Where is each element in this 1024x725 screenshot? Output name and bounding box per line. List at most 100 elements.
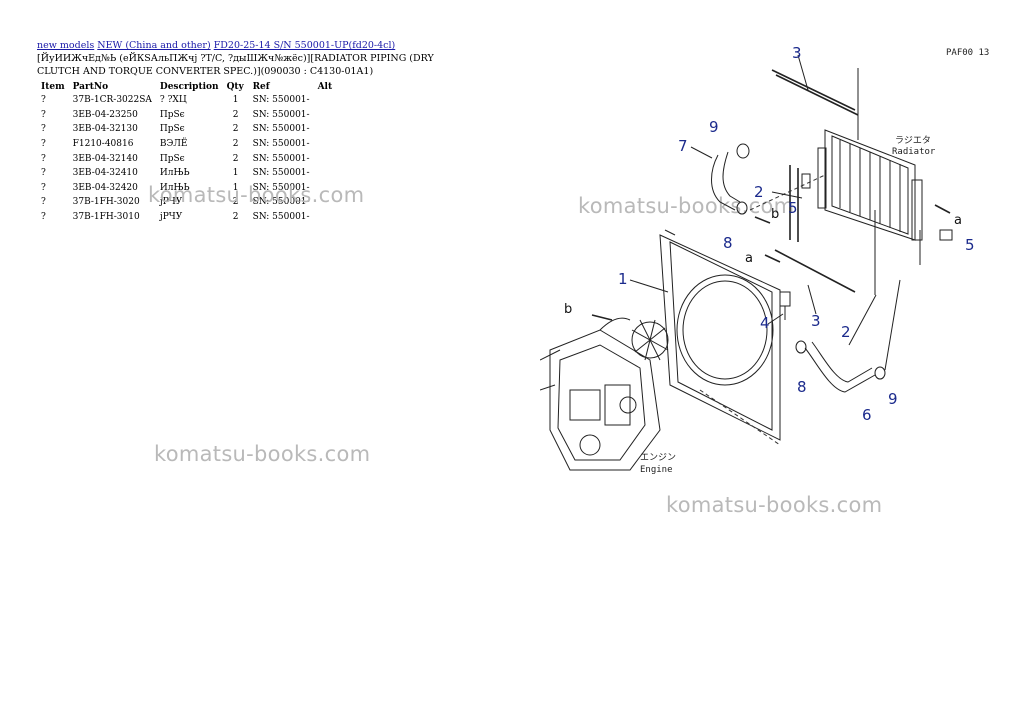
breadcrumb-link-model[interactable]: FD20-25-14 S/N 550001-UP(fd20-4cl): [213, 40, 396, 51]
upper-hose-edge: [722, 151, 741, 203]
cell-item: ?: [41, 124, 46, 135]
cell-ref: SN: 550001-: [252, 168, 310, 179]
cell-item: ?: [41, 212, 46, 223]
watermark: komatsu-books.com: [148, 183, 365, 207]
cell-item: ?: [41, 109, 46, 120]
table-row: ? 3EB-04-32140 ПрЅє 2 SN: 550001-: [37, 151, 336, 166]
cell-ref: SN: 550001-: [252, 95, 310, 106]
flow-arrow-b-engine: [591, 314, 613, 321]
breadcrumb-link-region[interactable]: NEW (China and other): [97, 40, 211, 51]
callout-3-upper: 3: [792, 44, 802, 62]
bolt: [779, 291, 791, 307]
seal-3-lower: [774, 249, 856, 293]
table-header-row: Item PartNo Description Qty Ref Alt: [37, 80, 336, 93]
radiator-label-jp: ラジエタ: [895, 135, 931, 146]
cell-qty: 2: [232, 109, 239, 120]
cell-description: ИлЊЬ: [159, 182, 190, 193]
callout-2-lower: 2: [841, 323, 851, 341]
callout-9-lower: 9: [888, 390, 898, 408]
header-item: Item: [41, 81, 65, 92]
parts-table: Item PartNo Description Qty Ref Alt ?37B…: [37, 80, 336, 224]
cell-alt: [314, 210, 337, 225]
cell-partno: 37B-1FH-3020: [72, 197, 140, 208]
cell-ref: SN: 550001-: [252, 153, 310, 164]
cell-alt: [314, 137, 337, 152]
cell-description: јРЧУ: [159, 212, 183, 223]
cell-partno: 3EB-04-32130: [72, 124, 138, 135]
seal-3-upper-edge: [775, 74, 859, 116]
watermark: komatsu-books.com: [666, 493, 883, 517]
cell-partno: F1210-40816: [72, 139, 134, 150]
callout-7: 7: [678, 137, 688, 155]
engine-label-en: Engine: [640, 465, 673, 475]
clamp-8-lower: [795, 340, 807, 354]
cell-qty: 2: [232, 124, 239, 135]
cell-alt: [314, 151, 337, 166]
radiator-label-en: Radiator: [892, 147, 936, 157]
cell-partno: 3EB-04-32410: [72, 168, 138, 179]
leader-2b: [848, 294, 877, 346]
cap-right: [939, 229, 953, 241]
seal-3-upper: [771, 69, 856, 111]
cell-ref: SN: 550001-: [252, 139, 310, 150]
cell-ref: SN: 550001-: [252, 197, 310, 208]
flow-arrow-a-lower: [764, 254, 781, 263]
clamp-9-lower: [874, 366, 886, 380]
leader-1: [629, 279, 669, 293]
lower-hose-edge: [811, 341, 873, 383]
cell-description: јРЧУ: [159, 197, 183, 208]
cap-upper: [801, 173, 811, 189]
cell-item: ?: [41, 182, 46, 193]
cell-qty: 2: [232, 139, 239, 150]
page-title: [ЙуИИЖчЕд№Ь (еЙКЅАльПЖчј ?T/C, ?дыШЖч№жё…: [37, 53, 434, 77]
cell-ref: SN: 550001-: [252, 124, 310, 135]
cell-partno: 3EB-04-32140: [72, 153, 138, 164]
breadcrumb-link-new-models[interactable]: new models: [37, 40, 95, 51]
cell-alt: [314, 93, 337, 108]
cell-item: ?: [41, 139, 46, 150]
callout-5-right: 5: [965, 236, 975, 254]
cell-item: ?: [41, 95, 46, 106]
callout-b-upper: b: [771, 207, 779, 222]
callout-3-lower: 3: [811, 312, 821, 330]
cell-description: ПрЅє: [159, 153, 185, 164]
cell-description: ПрЅє: [159, 124, 185, 135]
cell-item: ?: [41, 197, 46, 208]
engine: [540, 317, 669, 471]
header-qty: Qty: [226, 81, 244, 92]
clamp-8-upper: [736, 201, 748, 215]
fan-shroud: [659, 229, 781, 446]
clamp-9-upper: [736, 143, 750, 159]
cell-qty: 1: [232, 182, 239, 193]
table-row: ? F1210-40816 ВЭЛЁ 2 SN: 550001-: [37, 137, 336, 152]
cell-alt: [314, 122, 337, 137]
lower-hose: [804, 347, 876, 393]
cell-description: ? ?ХЦ: [159, 95, 187, 106]
cell-alt: [314, 108, 337, 123]
cell-partno: 3EB-04-32420: [72, 182, 138, 193]
cell-item: ?: [41, 153, 46, 164]
header-alt: Alt: [317, 81, 333, 92]
callout-9-upper: 9: [709, 118, 719, 136]
cell-description: ИлЊЬ: [159, 168, 190, 179]
callout-2-upper: 2: [754, 183, 764, 201]
cell-partno: 3EB-04-23250: [72, 109, 138, 120]
radiator-piping-diagram: PAF00 13 ラジエタ Radiator: [540, 44, 989, 475]
callout-a-right: a: [954, 213, 962, 228]
leader-4: [767, 313, 784, 325]
flow-arrow-a-right: [934, 204, 951, 214]
cell-description: ВЭЛЁ: [159, 139, 188, 150]
callout-4: 4: [760, 314, 770, 332]
cell-item: ?: [41, 168, 46, 179]
lower-pipe: [884, 279, 901, 371]
header-description: Description: [159, 81, 219, 92]
leader-7: [690, 146, 713, 159]
callout-1: 1: [618, 270, 628, 288]
leader-2a: [771, 191, 803, 199]
cell-qty: 2: [232, 153, 239, 164]
cell-qty: 1: [232, 168, 239, 179]
